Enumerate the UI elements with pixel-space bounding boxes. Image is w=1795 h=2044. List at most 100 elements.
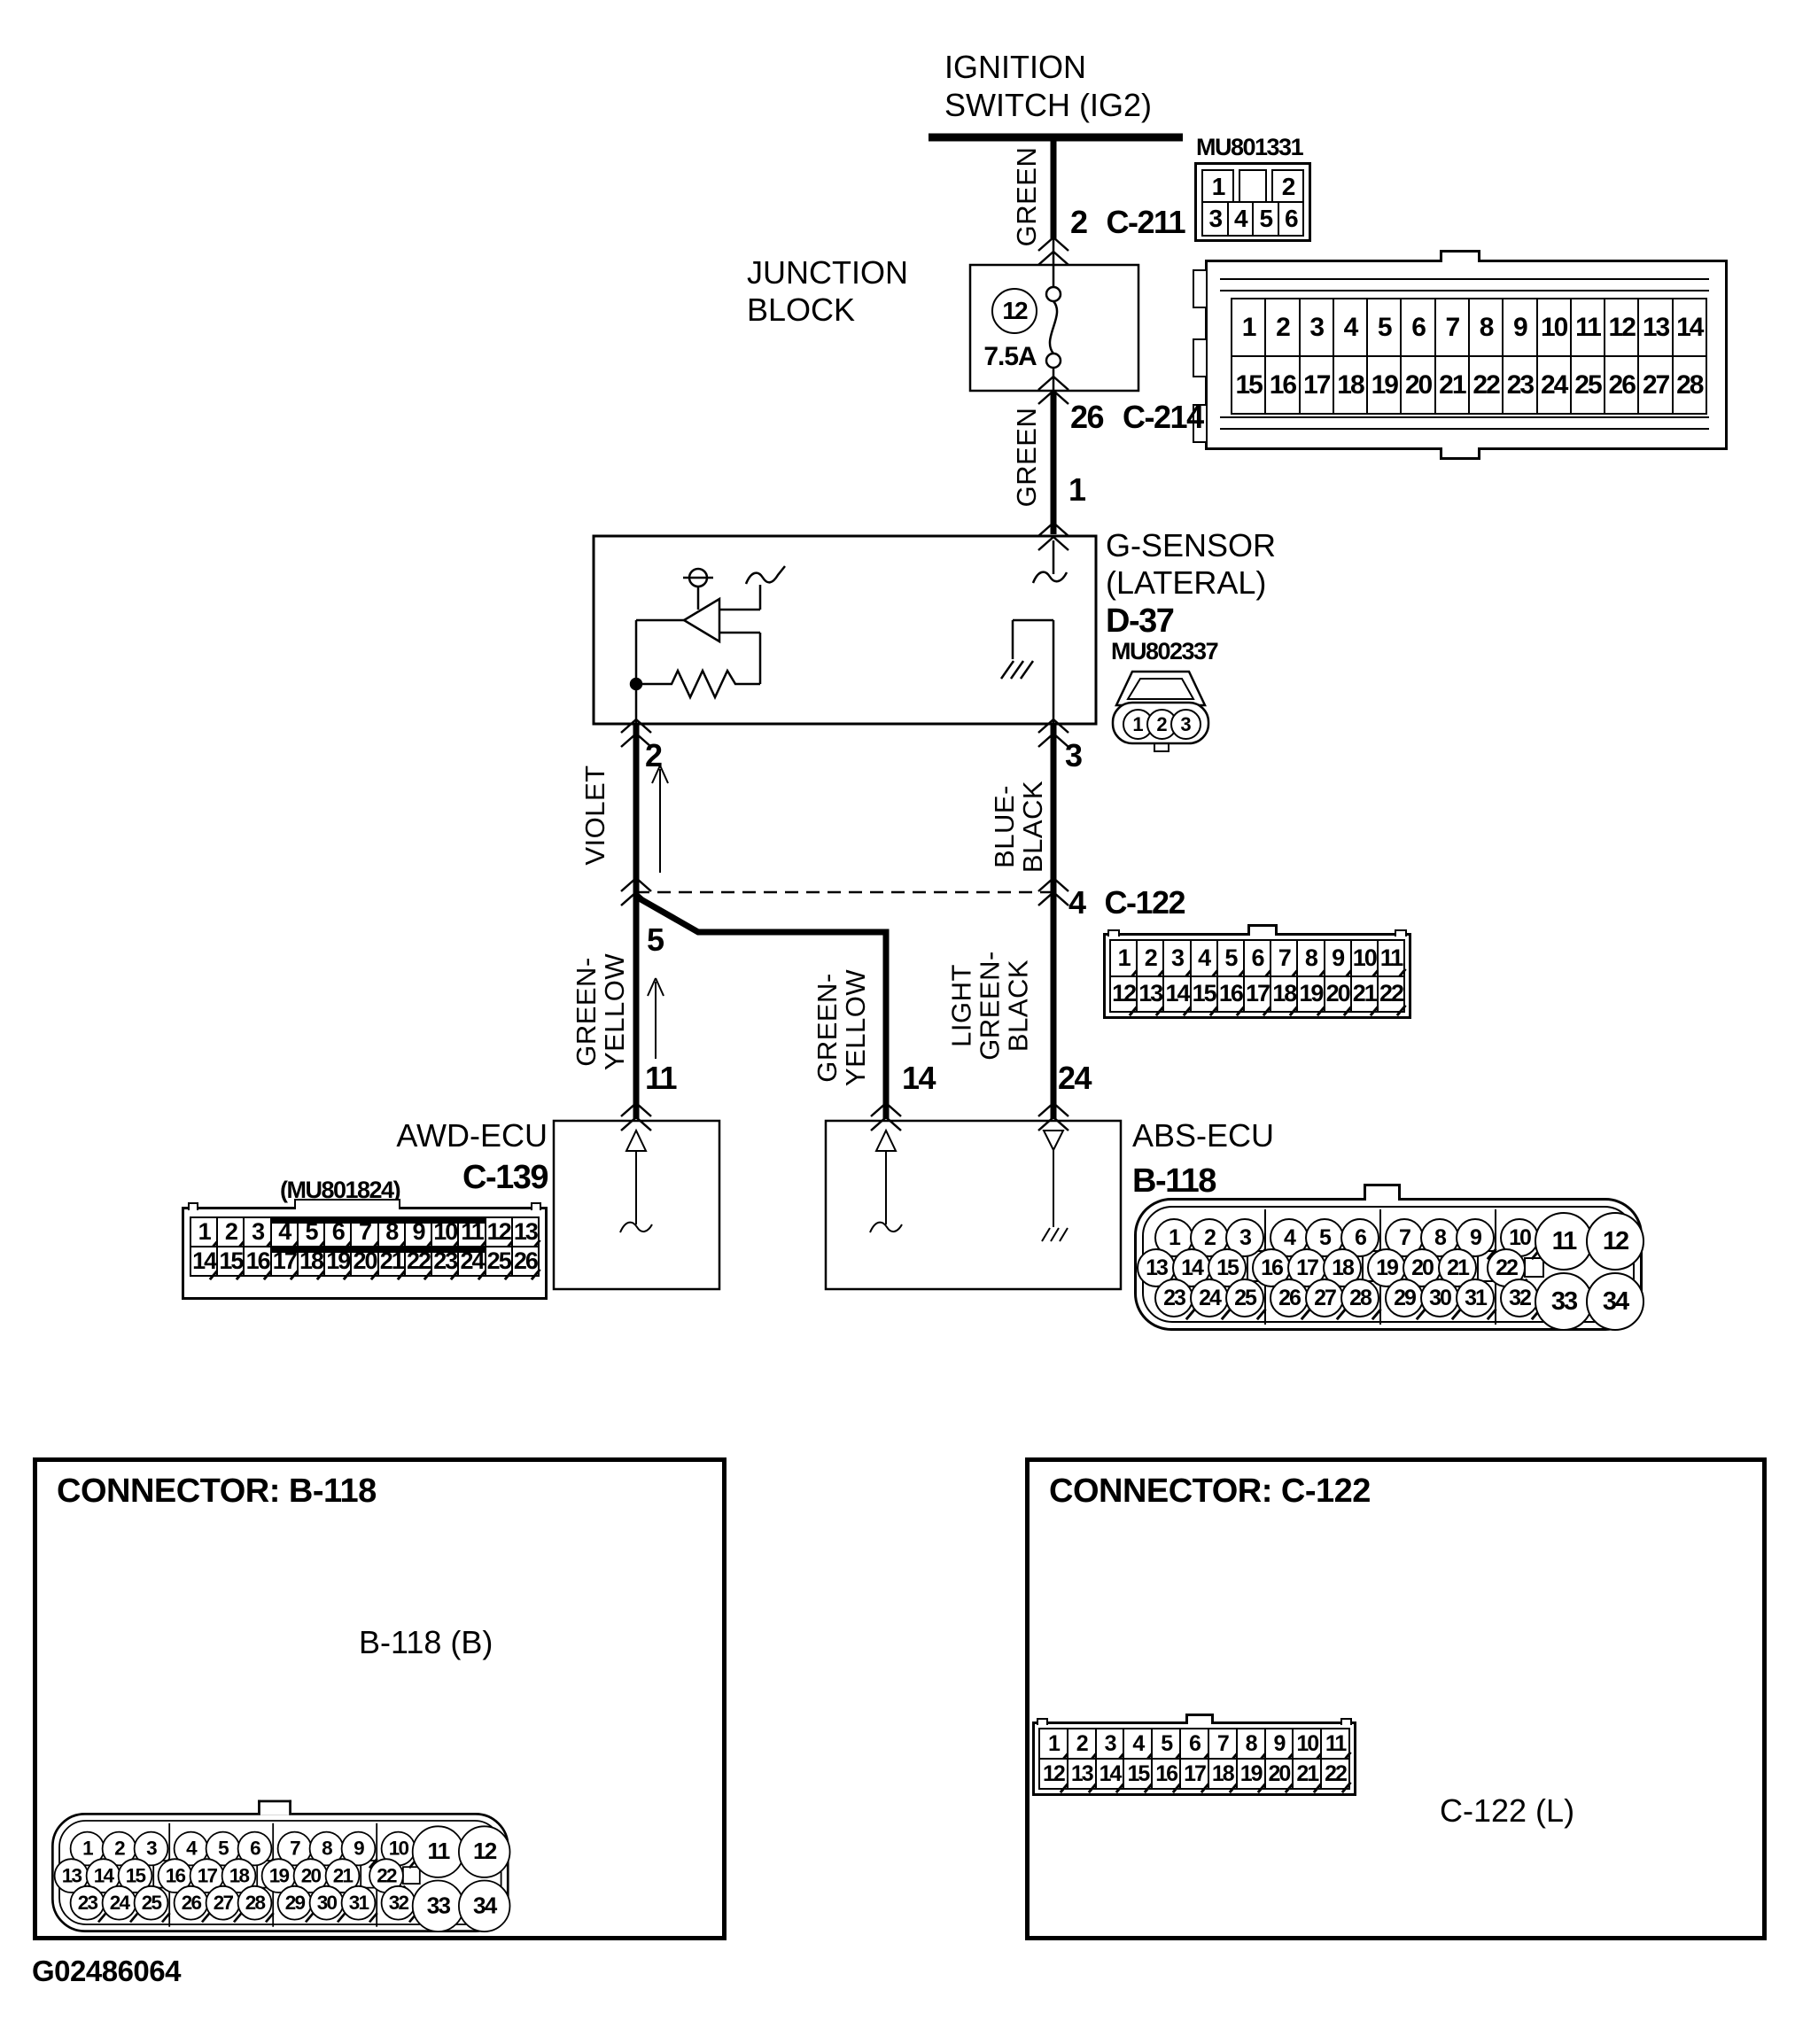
wire-color-violet: VIOLET [579, 765, 610, 866]
thick-wires [633, 137, 1057, 1119]
wire-break-squiggle [1031, 571, 1068, 584]
pin-cell: 7 [1207, 1728, 1238, 1760]
pin-circle: 23 [69, 1885, 105, 1921]
connector-c122-title: CONNECTOR: C-122 [1049, 1473, 1371, 1510]
wire-color-green-mid: GREEN [1010, 407, 1042, 508]
pin-cell: 15 [1123, 1758, 1154, 1790]
connector-b118-title: CONNECTOR: B-118 [57, 1473, 377, 1510]
pin-cell: 20 [1263, 1758, 1294, 1790]
awd-ecu-label: AWD-ECU [396, 1117, 548, 1154]
wire-color-green-top: GREEN [1010, 146, 1042, 247]
pin-cell: 8 [377, 1216, 406, 1247]
pin-circle: 31 [1456, 1278, 1495, 1317]
pin-cell: 19 [323, 1246, 353, 1277]
pin-cell: 9 [1323, 939, 1352, 977]
pin-cell: 16 [1264, 355, 1301, 415]
down-arrow-icon [1042, 1130, 1065, 1153]
awd-ecu-box [552, 1119, 721, 1291]
pin-cell: 28 [1671, 355, 1707, 415]
gsensor-internal-circuit [629, 565, 1068, 700]
pin-circle: 6 [237, 1830, 273, 1867]
pin-circle: 22 [369, 1858, 404, 1893]
pin-cell: 9 [1502, 298, 1538, 357]
pin-cell: 20 [1400, 355, 1436, 415]
junction-block-label-line1: JUNCTION [747, 254, 908, 291]
pin-cell: 24 [1535, 355, 1572, 415]
pin-cell: 25 [484, 1246, 513, 1277]
pin-cell: 24 [457, 1246, 486, 1277]
pin-cell: 15 [1189, 975, 1218, 1013]
gsensor-connector-code: D-37 [1106, 602, 1175, 640]
pin-cell: 8 [1296, 939, 1325, 977]
pin-cell: 14 [1094, 1758, 1125, 1790]
pin-circle-large: 12 [458, 1825, 511, 1878]
pin-cell: 9 [1263, 1728, 1294, 1760]
pin-cell: 18 [1332, 355, 1369, 415]
pin-cell: 6 [1277, 201, 1304, 237]
pin-circle: 27 [1305, 1278, 1344, 1317]
ignition-switch-label-line2: SWITCH (IG2) [944, 87, 1152, 123]
opamp-icon [681, 596, 721, 644]
pin-cell: 11 [1376, 939, 1406, 977]
gsensor-label-line1: G-SENSOR [1106, 527, 1277, 563]
pin-cell: 23 [1502, 355, 1538, 415]
pin-circle: 28 [1340, 1278, 1379, 1317]
pin-cell: 3 [243, 1216, 272, 1247]
pin-cell: 18 [1207, 1758, 1238, 1790]
pin-cell: 1 [1201, 169, 1234, 205]
pin-cell: 2 [1271, 169, 1304, 205]
pin-cell: 21 [1349, 975, 1379, 1013]
pin-circle: 29 [276, 1885, 313, 1921]
pin-cell: 8 [1235, 1728, 1266, 1760]
pin-cell: 6 [1179, 1728, 1209, 1760]
pin-cell: 17 [1242, 975, 1272, 1013]
pin-circle: 26 [173, 1885, 209, 1921]
pin-circle-large: 11 [411, 1825, 465, 1878]
junction-dot [629, 677, 643, 691]
pin-cell: 8 [1467, 298, 1504, 357]
pin-cell: 5 [1366, 298, 1403, 357]
pin-circle: 29 [1385, 1278, 1424, 1317]
wire-color-blue-black: BLUE-BLACK [988, 780, 1048, 874]
pin-cell: 15 [216, 1246, 245, 1277]
pin-cell: 26 [1604, 355, 1640, 415]
thin-wires [634, 239, 1055, 724]
current-direction-arrows [647, 765, 669, 1059]
pin-circle-large: 11 [1535, 1212, 1593, 1271]
pin-cell: 22 [1320, 1758, 1350, 1790]
pin11-label: 11 [645, 1060, 678, 1096]
pin-cell: 6 [1400, 298, 1436, 357]
c122-callout-label: C-122 (L) [1440, 1792, 1575, 1829]
pin-circle: 15 [117, 1858, 153, 1893]
pin-cell: 19 [1366, 355, 1403, 415]
pin-cell: 1 [190, 1216, 219, 1247]
pin-cell: 17 [1179, 1758, 1209, 1790]
pin-cell: 7 [1270, 939, 1299, 977]
pin-cell: 1 [1109, 939, 1138, 977]
pin-cell: 11 [457, 1216, 486, 1247]
pin-cell: 14 [1162, 975, 1192, 1013]
pin-circle: 25 [133, 1885, 169, 1921]
pin-circle: 32 [1500, 1278, 1539, 1317]
pin-cell: 12 [1038, 1758, 1068, 1790]
pin24-label: 24 [1058, 1060, 1092, 1096]
pin-cell: 2 [1136, 939, 1165, 977]
abs-ecu-box [824, 1119, 1123, 1291]
pin-cell: 10 [1292, 1728, 1323, 1760]
gsensor-box [592, 534, 1098, 726]
connector-c122-location-box [1025, 1457, 1767, 1940]
pin-cell: 17 [1298, 355, 1334, 415]
pin-cell: 5 [1216, 939, 1245, 977]
pin-cell: 19 [1235, 1758, 1266, 1790]
pin3-label: 3 [1065, 737, 1083, 773]
pin-cell: 16 [1216, 975, 1245, 1013]
pin-cell: 4 [1226, 201, 1254, 237]
pin-circle: 30 [1420, 1278, 1459, 1317]
